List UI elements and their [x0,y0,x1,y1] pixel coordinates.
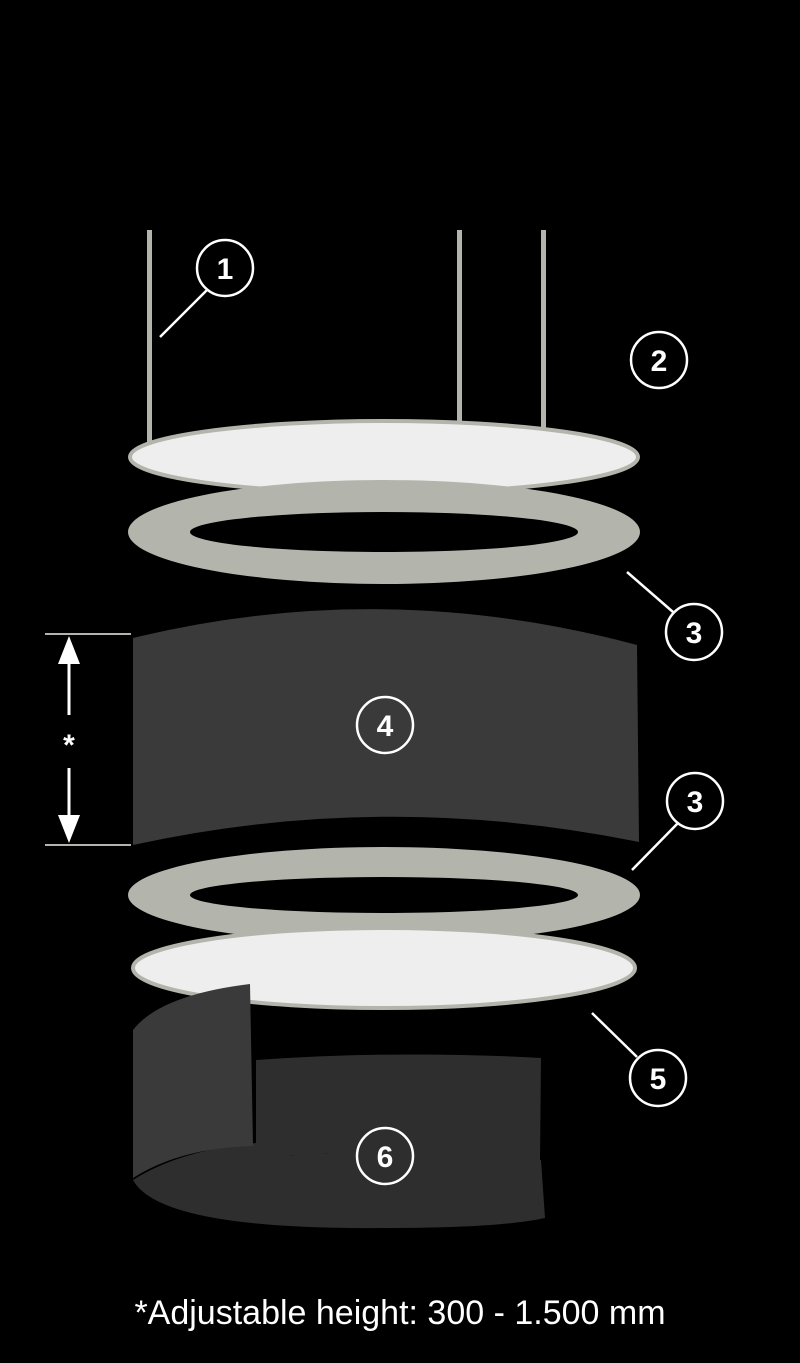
callout-circle [195,238,255,298]
lower-shade-front [133,1054,545,1229]
leader-line-3b [631,821,680,871]
leader-lines [159,288,680,1058]
height-dimension: * [45,633,131,846]
bottom-diffuser-disc [131,926,637,1010]
callout-circle [629,330,689,390]
callout-3-upper: 3 [664,602,724,662]
leader-line-5 [591,1012,638,1058]
suspension-cables [147,230,546,445]
callout-5: 5 [628,1048,688,1108]
arrow-up-icon [58,636,80,664]
leader-line-1 [159,288,209,338]
leader-line-3a [626,571,674,613]
callout-circle [355,695,415,755]
callout-circle [664,602,724,662]
callout-circle [628,1048,688,1108]
callout-label: 1 [217,253,234,286]
lower-shade-flap [133,984,253,1178]
callout-6: 6 [355,1126,415,1186]
callout-label: 4 [377,710,394,743]
callout-label: 5 [650,1063,667,1096]
callout-circle [665,771,725,831]
callout-4: 4 [355,695,415,755]
footnote: *Adjustable height: 300 - 1.500 mm [134,1294,666,1332]
arrow-down-icon [58,815,80,843]
callout-label: 3 [687,786,704,819]
upper-ring [128,480,640,584]
cable-right [541,230,546,430]
lower-ring [128,847,640,943]
dimension-symbol: * [63,729,75,762]
callout-label: 2 [651,345,668,378]
callout-3-lower: 3 [665,771,725,831]
callout-label: 6 [377,1141,394,1174]
cable-middle [457,230,462,425]
callout-2: 2 [629,330,689,390]
callout-label: 3 [686,617,703,650]
callout-circle [355,1126,415,1186]
cable-left [147,230,152,445]
lower-shade [133,984,545,1229]
callout-1: 1 [195,238,255,298]
